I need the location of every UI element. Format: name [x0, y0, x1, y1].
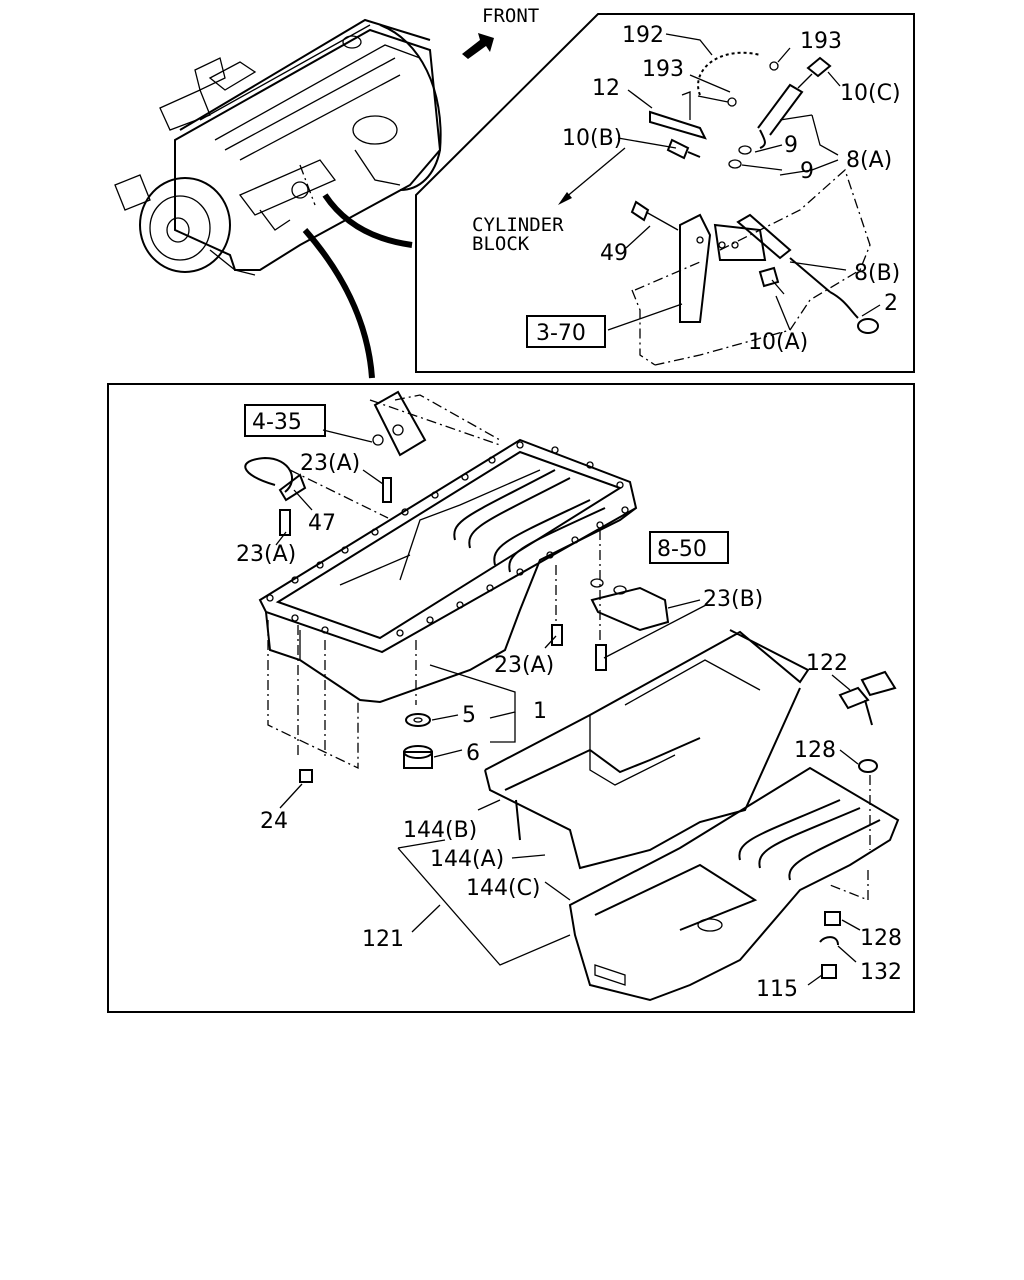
part-144a-label: 144(A): [430, 847, 504, 872]
part-24-label: 24: [260, 809, 288, 834]
part-144c-label: 144(C): [466, 876, 541, 901]
part-192-label: 192: [622, 23, 664, 48]
part-132-label: 132: [860, 960, 902, 985]
part-122-label: 122: [806, 651, 848, 676]
part-193-label-left: 193: [642, 57, 684, 82]
front-arrow: FRONT: [462, 5, 539, 59]
part-2-label: 2: [884, 291, 898, 316]
ref-box-8-50: [649, 531, 729, 564]
cylinder-block-label: CYLINDER: [472, 214, 564, 236]
part-1-label: 1: [533, 699, 547, 724]
part-6-label: 6: [466, 741, 480, 766]
ref-box-4-35: [244, 404, 326, 437]
dipstick-detail-panel: 3-70 CYLINDER BLOCK 192 193 193 12 10(C)…: [415, 13, 915, 373]
flange-bolt-holes: [266, 441, 629, 637]
ref-8-50: 8-50: [657, 537, 707, 562]
cylinder-block-label-2: BLOCK: [472, 233, 530, 255]
part-23a-label-left: 23(A): [236, 542, 296, 567]
ref-3-70: 3-70: [536, 321, 586, 346]
part-128-label-top: 128: [794, 738, 836, 763]
part-23a-label-mid: 23(A): [494, 653, 554, 678]
part-9-label-bottom: 9: [800, 159, 814, 184]
part-128-label-bottom: 128: [860, 926, 902, 951]
part-193-label-right: 193: [800, 29, 842, 54]
part-49-label: 49: [600, 241, 628, 266]
part-10a-label: 10(A): [748, 330, 808, 355]
part-10c-label: 10(C): [840, 81, 901, 106]
leader-to-detail: [322, 193, 413, 248]
ref-4-35: 4-35: [252, 410, 302, 435]
part-9-label-top: 9: [784, 133, 798, 158]
part-10b-label: 10(B): [562, 126, 622, 151]
part-8a-label: 8(A): [846, 148, 892, 173]
part-47-label: 47: [308, 511, 336, 536]
ref-box-3-70: [526, 315, 606, 348]
leader-to-oil-pan: [302, 228, 375, 379]
oil-pan-panel: 4-35 8-50 23(A) 47 23(A) 23(A) 23(B) 122…: [107, 383, 915, 1013]
engine-illustration: [114, 18, 442, 276]
part-144b-label: 144(B): [403, 818, 477, 843]
front-label: FRONT: [482, 5, 539, 27]
part-12-label: 12: [592, 76, 620, 101]
part-23b-label: 23(B): [703, 587, 763, 612]
part-23a-label-top: 23(A): [300, 451, 360, 476]
part-115-label: 115: [756, 977, 798, 1002]
part-121-label: 121: [362, 927, 404, 952]
part-8b-label: 8(B): [854, 261, 900, 286]
part-5-label: 5: [462, 703, 476, 728]
